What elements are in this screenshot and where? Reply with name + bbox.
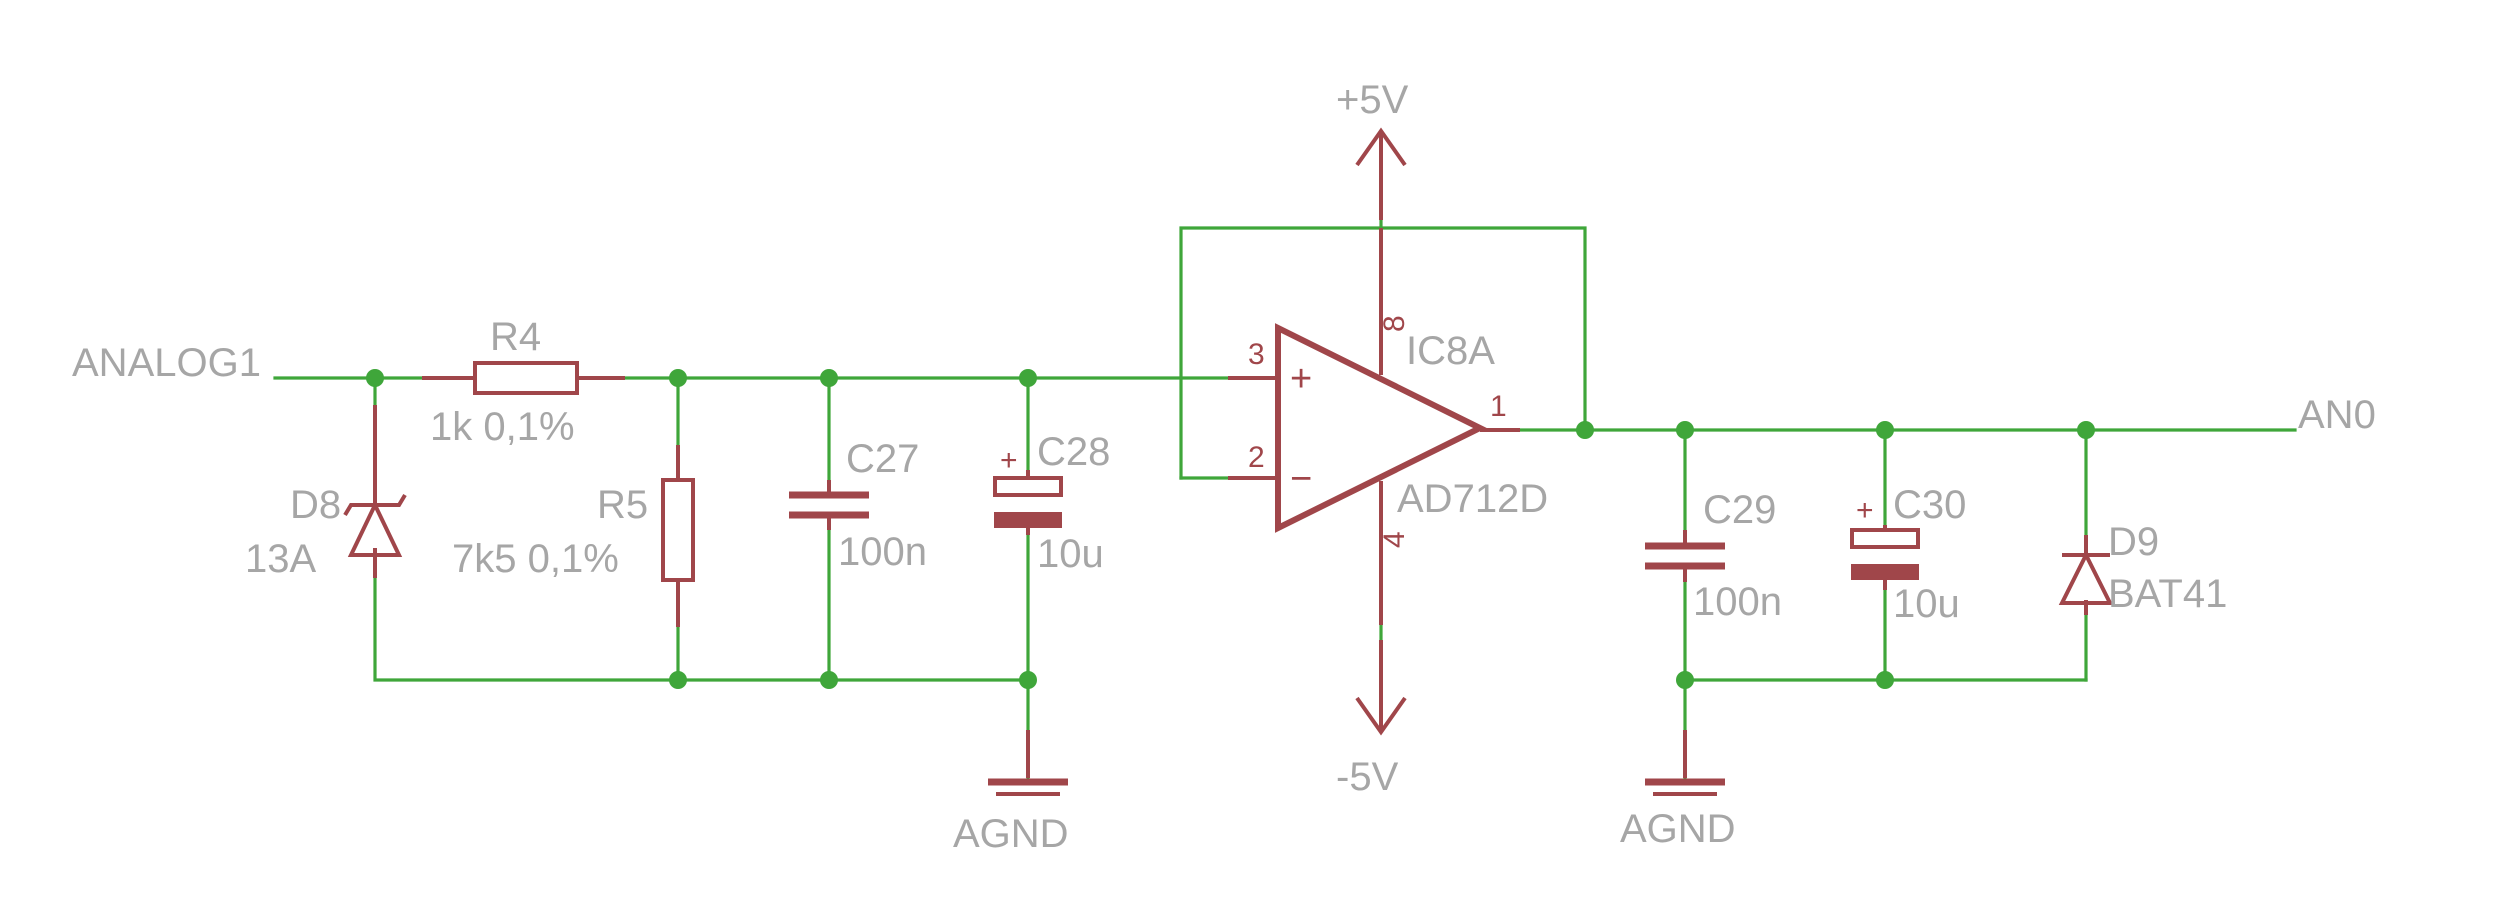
opamp-pin3-number: 3 <box>1248 338 1265 371</box>
wire-left-return <box>373 576 1030 682</box>
opamp-ic8a[interactable]: + − 3 2 1 8 4 IC8A AD712D <box>1228 228 1548 625</box>
c27-value: 100n <box>838 530 927 574</box>
c28-polarity-mark: + <box>1000 444 1018 477</box>
vpos-label: +5V <box>1336 78 1409 122</box>
junction <box>1876 421 1894 439</box>
c30-value: 10u <box>1893 582 1960 626</box>
ground-symbol-left: AGND <box>953 730 1069 856</box>
agnd-left-label: AGND <box>953 812 1069 856</box>
c28-plate-positive <box>993 476 1063 497</box>
capacitor-c30[interactable]: + C30 10u <box>1850 483 1966 626</box>
ground-symbol-right: AGND <box>1620 730 1736 851</box>
capacitor-c29[interactable]: C29 100n <box>1645 488 1782 624</box>
c29-value: 100n <box>1693 580 1782 624</box>
r4-body <box>473 361 579 395</box>
wires <box>273 163 2297 780</box>
c30-polarity-mark: + <box>1856 494 1874 527</box>
opamp-pin8-number: 8 <box>1378 315 1411 332</box>
r4-name: R4 <box>490 315 541 359</box>
vneg-label: -5V <box>1336 755 1399 799</box>
agnd-right-label: AGND <box>1620 807 1736 851</box>
opamp-pin2-number: 2 <box>1248 441 1265 474</box>
junction <box>1576 421 1594 439</box>
capacitor-c28[interactable]: + C28 10u <box>993 430 1110 576</box>
resistor-r5[interactable]: R5 7k5 0,1% <box>452 445 695 627</box>
junctions <box>366 369 2095 689</box>
c30-plate-positive <box>1850 528 1920 549</box>
d8-name: D8 <box>290 483 341 527</box>
junction <box>1676 671 1694 689</box>
junction <box>820 369 838 387</box>
opamp-pin4-number: 4 <box>1378 531 1411 548</box>
junction <box>1676 421 1694 439</box>
c27-name: C27 <box>846 437 919 481</box>
junction <box>2077 421 2095 439</box>
c30-name: C30 <box>1893 483 1966 527</box>
d8-triangle <box>347 500 403 557</box>
junction <box>669 369 687 387</box>
junction <box>1019 369 1037 387</box>
diode-d9[interactable]: D9 BAT41 <box>2058 520 2227 616</box>
opamp-triangle <box>1275 323 1487 533</box>
d8-value: 13A <box>245 537 316 581</box>
junction <box>1019 671 1037 689</box>
junction <box>366 369 384 387</box>
junction <box>669 671 687 689</box>
capacitor-c27[interactable]: C27 100n <box>789 437 927 574</box>
opamp-pin1-number: 1 <box>1490 390 1507 423</box>
output-net-label: AN0 <box>2298 393 2376 437</box>
c28-plate-negative <box>994 512 1062 528</box>
resistor-r4[interactable]: R4 1k 0,1% <box>422 315 625 449</box>
c30-plate-negative <box>1851 564 1919 580</box>
supply-positive: +5V <box>1336 78 1409 220</box>
supply-negative: -5V <box>1336 640 1407 799</box>
junction <box>820 671 838 689</box>
d9-name: D9 <box>2108 520 2159 564</box>
junction <box>1876 671 1894 689</box>
c28-name: C28 <box>1037 430 1110 474</box>
opamp-inv-symbol: − <box>1290 458 1312 500</box>
opamp-name: IC8A <box>1406 329 1495 373</box>
d9-triangle <box>2058 550 2114 605</box>
r5-value: 7k5 0,1% <box>452 537 619 581</box>
r4-value: 1k 0,1% <box>430 405 575 449</box>
zener-diode-d8[interactable]: D8 13A <box>245 405 407 581</box>
input-net-label: ANALOG1 <box>72 341 261 385</box>
d8-zener-bar <box>343 493 407 517</box>
r5-body <box>661 478 695 582</box>
opamp-noninv-symbol: + <box>1290 358 1312 400</box>
r5-name: R5 <box>597 483 648 527</box>
c28-value: 10u <box>1037 532 1104 576</box>
c29-name: C29 <box>1703 488 1776 532</box>
d9-value: BAT41 <box>2108 572 2227 616</box>
opamp-value: AD712D <box>1397 477 1548 521</box>
